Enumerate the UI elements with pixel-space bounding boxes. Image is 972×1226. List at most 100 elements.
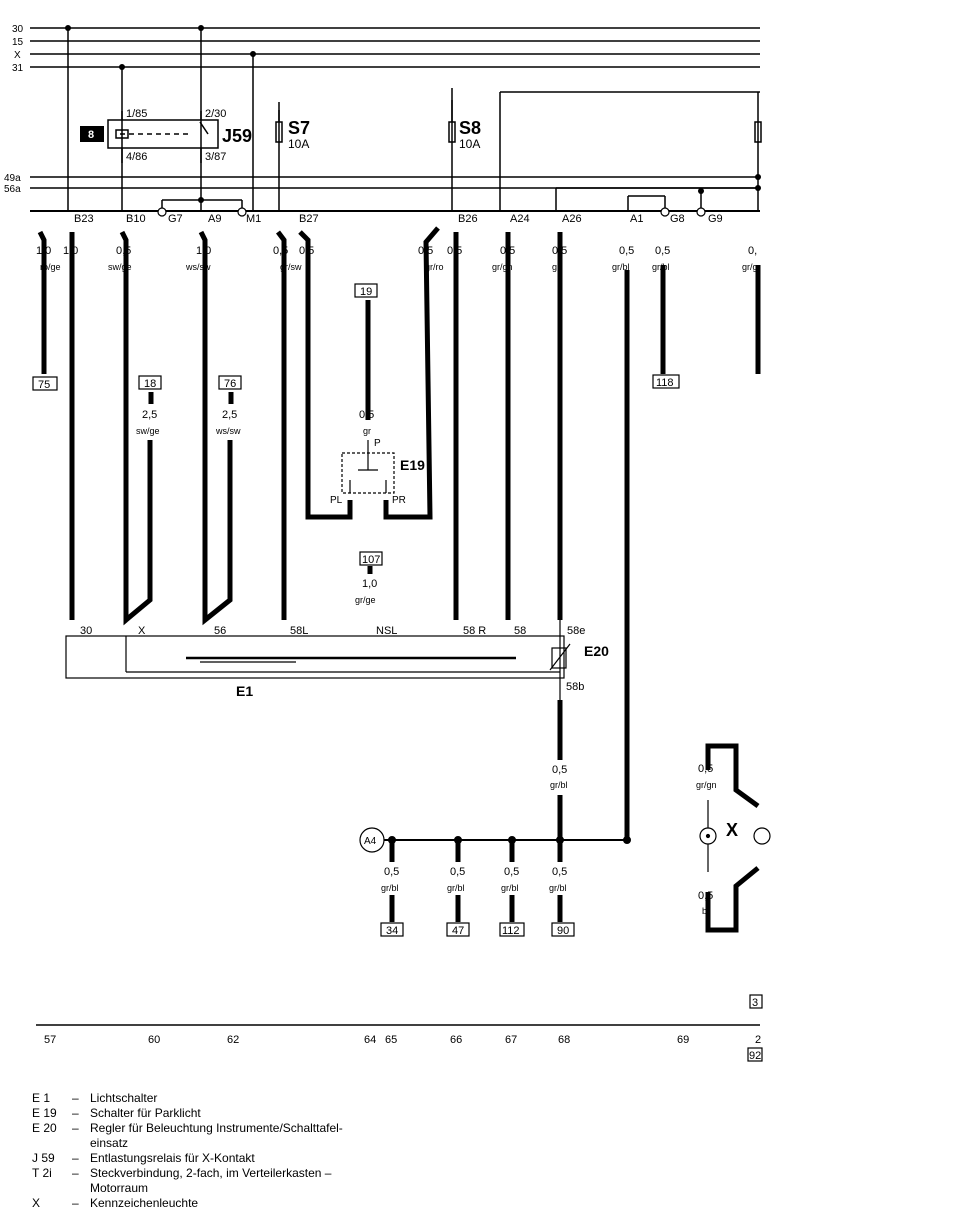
- wire-color: sw/ge: [108, 262, 132, 272]
- wire-size: 0,5: [299, 245, 314, 257]
- wire-color: gr/bl: [549, 883, 567, 893]
- wire-size: 2,5: [222, 409, 237, 421]
- legend-row: E 1–Lichtschalter: [32, 1091, 420, 1106]
- fuses-drawing: [275, 100, 762, 143]
- ref-number: 76: [224, 378, 236, 390]
- ruler-number: 66: [450, 1034, 462, 1046]
- e20-regulator: [549, 643, 571, 671]
- e1-pin: 58 R: [463, 625, 486, 637]
- relay-pin: 3/87: [205, 151, 226, 163]
- ref-number: 90: [557, 925, 569, 937]
- legend-row: E 20–Regler für Beleuchtung Instrumente/…: [32, 1121, 420, 1151]
- wire-color: sw/ge: [136, 426, 160, 436]
- wire-size: 0,5: [418, 245, 433, 257]
- connector-label: G7: [168, 213, 183, 225]
- ref-number: 118: [656, 377, 674, 389]
- wire-color: gr: [552, 262, 560, 272]
- busbar-label: 56a: [4, 184, 21, 195]
- connector-label: A26: [562, 213, 582, 225]
- connector-label: G9: [708, 213, 723, 225]
- wire-color: gr/gn: [696, 780, 717, 790]
- fuse-rating: 10A: [459, 137, 480, 151]
- wire-color: gr/ro: [425, 262, 444, 272]
- busbar-label: 31: [12, 63, 24, 74]
- wire-size: 0,5: [500, 245, 515, 257]
- fuse-name: S8: [459, 118, 481, 138]
- legend-desc: Kennzeichenleuchte: [90, 1196, 199, 1210]
- legend-code: J 59: [32, 1151, 55, 1165]
- wire-color: gr/sw: [280, 262, 302, 272]
- wire-size: 0,5: [619, 245, 634, 257]
- wire-size: 0,: [748, 245, 757, 257]
- relay-j59-box: [107, 111, 219, 163]
- license-lamp-symbol: [699, 800, 771, 872]
- legend-code: T 2i: [32, 1166, 52, 1180]
- wire-color: gr/bl: [550, 780, 568, 790]
- e1-pin: NSL: [376, 625, 397, 637]
- e20-out-pin: 58b: [566, 681, 584, 693]
- ruler-number: 69: [677, 1034, 689, 1046]
- ruler-number: 60: [148, 1034, 160, 1046]
- wire-size: 0,5: [447, 245, 462, 257]
- e1-pin: 58: [514, 625, 526, 637]
- ruler-number: 65: [385, 1034, 397, 1046]
- wire-color: gr/bl: [381, 883, 399, 893]
- legend-desc: Steckverbindung, 2-fach, im Verteilerkas…: [90, 1166, 332, 1195]
- wire-size: 0,5: [359, 409, 374, 421]
- connector-label: G8: [670, 213, 685, 225]
- e1-pin: 30: [80, 625, 92, 637]
- legend-row: X–Kennzeichenleuchte: [32, 1196, 420, 1211]
- a4-label: A4: [364, 836, 377, 847]
- relay-ref-box: [80, 126, 104, 142]
- wire-size: 1,0: [36, 245, 51, 257]
- ruler-number: 64: [364, 1034, 376, 1046]
- legend-code: E 20: [32, 1121, 57, 1135]
- wire-color: gr/gn: [492, 262, 513, 272]
- component-legend: E 1–Lichtschalter E 19–Schalter für Park…: [32, 1091, 420, 1211]
- wire-color: gr: [363, 426, 371, 436]
- relay-pin: 4/86: [126, 151, 147, 163]
- e1-pin: 56: [214, 625, 226, 637]
- ref-number: 34: [386, 925, 398, 937]
- connector-label: B26: [458, 213, 478, 225]
- connector-label: B10: [126, 213, 146, 225]
- e19-pin: P: [374, 438, 381, 449]
- thick-wires: [37, 226, 761, 933]
- busbar-label: 30: [12, 24, 24, 35]
- wire-size: 0,5: [273, 245, 288, 257]
- e20-label: E20: [584, 643, 609, 659]
- wire-size: 0,5: [552, 866, 567, 878]
- wire-size: 0,5: [698, 890, 713, 902]
- connector-label: A1: [630, 213, 643, 225]
- wire-color: br: [702, 906, 710, 916]
- wire-color: gr/g: [742, 262, 758, 272]
- connector-label: B23: [74, 213, 94, 225]
- wire-size: 0,5: [384, 866, 399, 878]
- ref-number: 112: [502, 925, 520, 937]
- e19-pin: PR: [392, 495, 406, 506]
- wire-color: ws/sw: [215, 426, 241, 436]
- wire-size: 1,0: [63, 245, 78, 257]
- busbar-label: 15: [12, 37, 24, 48]
- wire-size: 2,5: [142, 409, 157, 421]
- connector-label: A9: [208, 213, 221, 225]
- legend-desc: Entlastungsrelais für X-Kontakt: [90, 1151, 255, 1165]
- relay-pin: 2/30: [205, 108, 226, 120]
- e19-pin: PL: [330, 495, 343, 506]
- e1-label: E1: [236, 683, 253, 699]
- e19-switch: [341, 440, 395, 494]
- connector-label: M1: [246, 213, 261, 225]
- busbar-label: X: [14, 50, 21, 61]
- legend-code: X: [32, 1196, 41, 1210]
- a4-ground-bus: [359, 827, 631, 853]
- fuse-name: S7: [288, 118, 310, 138]
- lamp-label: X: [726, 820, 738, 840]
- legend-row: J 59–Entlastungsrelais für X-Kontakt: [32, 1151, 420, 1166]
- ref-boxes: [32, 283, 763, 1062]
- wire-color: gr/bl: [501, 883, 519, 893]
- ruler-number: 68: [558, 1034, 570, 1046]
- wire-color: gr/ge: [355, 595, 376, 605]
- wire-size: 0,5: [552, 245, 567, 257]
- e1-box: [65, 620, 565, 700]
